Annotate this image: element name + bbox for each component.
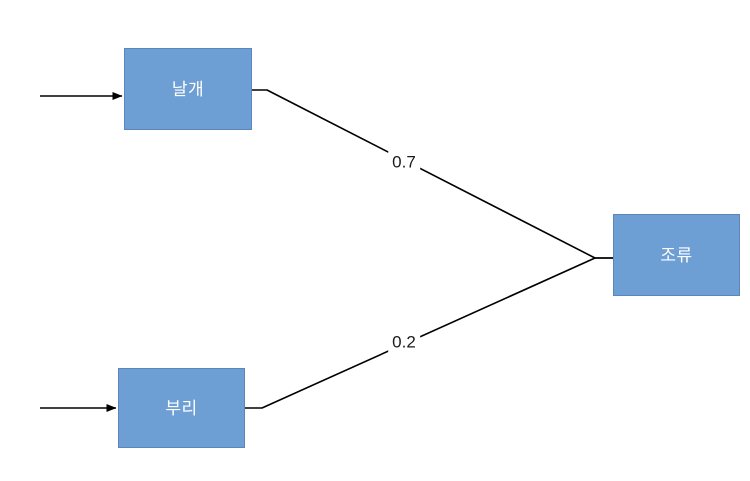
edge-beak-to-bird (245, 257, 613, 409)
edge-label-wing-to-bird: 0.7 (388, 151, 420, 173)
edge-wing-to-bird (252, 89, 613, 259)
node-wing[interactable]: 날개 (124, 48, 252, 130)
edge-label-beak-to-bird: 0.2 (388, 331, 420, 353)
node-bird-label: 조류 (660, 245, 693, 265)
node-wing-label: 날개 (171, 79, 205, 99)
node-beak-label: 부리 (165, 398, 198, 418)
node-beak[interactable]: 부리 (118, 368, 245, 448)
node-bird[interactable]: 조류 (613, 214, 740, 296)
